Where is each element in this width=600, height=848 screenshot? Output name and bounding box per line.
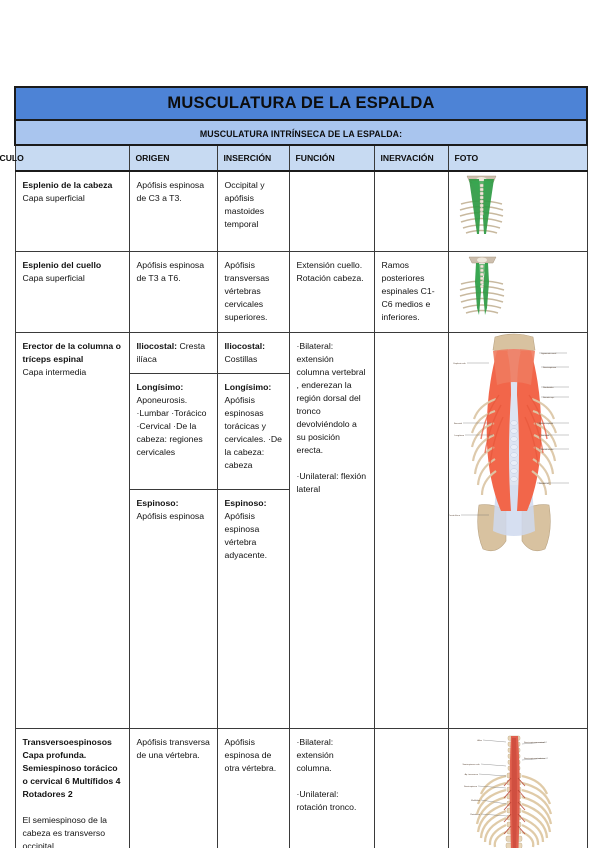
funcion-unilateral: ·Unilateral: rotación tronco. [296, 788, 357, 812]
erector-columna-figure: Esplenio cab. Iliocostal Longísimo Crest… [448, 332, 580, 561]
cell-origen: Apófisis transversa de una vértebra. [128, 727, 218, 848]
svg-text:Serrato sup.: Serrato sup. [543, 396, 555, 399]
document-title-cell: MUSCULATURA DE LA ESPALDA [14, 86, 588, 121]
table-row: Esplenio del cuello Capa superficial Apó… [14, 250, 588, 333]
cell-inervacion [373, 170, 449, 252]
funcion-bilateral: ·Bilateral: extensión columna vertebral … [296, 340, 366, 455]
column-header-funcion: FUNCIÓN [288, 144, 375, 172]
cell-insercion: Occipital y apófisis mastoides temporal [216, 170, 290, 252]
svg-text:Iliocostal: Iliocostal [541, 434, 550, 437]
back-musculature-table: MUSCULATURA DE LA ESPALDA MUSCULATURA IN… [0, 86, 588, 848]
column-header-foto: FOTO [447, 144, 588, 172]
insercion-subtable: Iliocostal: Costillas Longísimo: Apófisi… [217, 332, 289, 728]
cell-foto [447, 170, 588, 252]
origen-part-espinoso: Espinoso: Apófisis espinosa [136, 498, 205, 522]
column-header-row: CULO ORIGEN INSERCIÓN FUNCIÓN INERVACIÓN… [0, 144, 588, 172]
svg-text:Semiespinoso cervical: Semiespinoso cervical [524, 741, 545, 744]
cell-insercion: Apófisis espinosa de otra vértebra. [216, 727, 290, 848]
cell-musculo: Transversoespinosos Capa profunda. Semie… [14, 727, 130, 848]
column-header-inervacion: INERVACIÓN [373, 144, 449, 172]
table-title-row: MUSCULATURA DE LA ESPALDA [14, 86, 588, 121]
svg-text:Iliocostal: Iliocostal [453, 422, 462, 425]
cell-origen: Apófisis espinosa de T3 a T6. [128, 250, 218, 333]
page-title: MUSCULATURA DE LA ESPALDA [167, 94, 435, 112]
svg-text:Semiespinoso cab.: Semiespinoso cab. [462, 764, 480, 766]
table-row: Transversoespinosos Capa profunda. Semie… [14, 727, 588, 848]
table-subtitle-row: MUSCULATURA INTRÍNSECA DE LA ESPALDA: [14, 119, 588, 146]
svg-text:Ap. transversa: Ap. transversa [464, 773, 478, 776]
esplenio-cuello-figure [459, 256, 504, 315]
svg-text:Erector espinal: Erector espinal [539, 422, 553, 425]
svg-text:Rotadores: Rotadores [470, 813, 480, 816]
transversoespinosos-figure: Atlas Semiespinoso cab. Ap. transversa S… [448, 728, 580, 848]
svg-text:Semiespinoso: Semiespinoso [543, 367, 557, 369]
insercion-part-iliocostal: Iliocostal: Costillas [224, 340, 266, 364]
svg-text:Semiespinoso torácico: Semiespinoso torácico [524, 757, 546, 760]
muscle-layer: Capa profunda. [22, 749, 87, 760]
cell-foto: Atlas Semiespinoso cab. Ap. transversa S… [447, 727, 588, 848]
muscle-layer: Capa superficial [22, 272, 85, 283]
cell-insercion: Iliocostal: Costillas Longísimo: Apófisi… [216, 331, 290, 729]
table-row: Erector de la columna o tríceps espinal … [14, 331, 588, 729]
cell-funcion [288, 170, 375, 252]
muscle-name: Esplenio del cuello [22, 259, 102, 270]
cell-foto [447, 250, 588, 333]
origen-subtable: Iliocostal: Cresta ilíaca Longísimo: Apo… [129, 332, 217, 728]
cell-inervacion [373, 727, 449, 848]
svg-text:Ligamento nucal: Ligamento nucal [541, 352, 557, 355]
insercion-part-longisimo: Longísimo: Apófisis espinosas torácicas … [224, 382, 282, 471]
cell-funcion: Extensión cuello. Rotación cabeza. [288, 250, 375, 333]
cell-musculo: Esplenio del cuello Capa superficial [14, 250, 130, 333]
svg-text:Semiespinoso: Semiespinoso [463, 786, 477, 788]
cell-foto: Esplenio cab. Iliocostal Longísimo Crest… [447, 331, 588, 729]
funcion-bilateral: ·Bilateral: extensión columna. [296, 736, 334, 773]
column-header-insercion: INSERCIÓN [216, 144, 290, 172]
cell-inervacion: Ramos posteriores espinales C1-C6 medios… [373, 250, 449, 333]
document-subtitle-cell: MUSCULATURA INTRÍNSECA DE LA ESPALDA: [14, 119, 588, 146]
cell-origen: Iliocostal: Cresta ilíaca Longísimo: Apo… [128, 331, 218, 729]
muscle-subgroups: Semiespinoso torácico o cervical 6 Multí… [22, 762, 121, 799]
origen-part-iliocostal: Iliocostal: Cresta ilíaca [136, 340, 206, 364]
insercion-part-espinoso: Espinoso: Apófisis espinosa vértebra ady… [224, 498, 268, 561]
svg-text:Longísimo: Longísimo [454, 435, 464, 437]
svg-text:Dorsal ancho: Dorsal ancho [541, 448, 554, 451]
cell-insercion: Apófisis transversas vértebras cervicale… [216, 250, 290, 333]
svg-text:Atlas: Atlas [477, 739, 482, 742]
origen-part-longisimo: Longísimo: Aponeurosis. ·Lumbar ·Torácic… [136, 382, 207, 458]
cell-funcion: ·Bilateral: extensión columna vertebral … [288, 331, 375, 729]
svg-text:Serrato inf.: Serrato inf. [539, 482, 550, 485]
muscle-note: El semiespinoso de la cabeza es transver… [22, 814, 108, 848]
cell-inervacion [373, 331, 449, 729]
esplenio-cabeza-figure [459, 175, 503, 234]
cell-funcion: ·Bilateral: extensión columna. ·Unilater… [288, 727, 375, 848]
muscle-name: Erector de la columna o tríceps espinal [22, 340, 122, 364]
muscle-layer: Capa superficial [22, 193, 85, 204]
muscle-layer: Capa intermedia [22, 366, 87, 377]
svg-text:Cresta ilíaca: Cresta ilíaca [449, 514, 461, 517]
svg-text:Multífidos: Multífidos [471, 799, 480, 802]
column-header-musculo: CULO [0, 144, 130, 172]
svg-text:Esplenio cab.: Esplenio cab. [453, 363, 466, 365]
muscle-name: Esplenio de la cabeza [22, 180, 113, 190]
cell-musculo: Esplenio de la cabeza Capa superficial [14, 170, 130, 252]
svg-text:Romboides: Romboides [543, 387, 554, 389]
table-row: Esplenio de la cabeza Capa superficial A… [14, 170, 588, 252]
muscle-name: Transversoespinosos [22, 736, 112, 747]
page-subtitle: MUSCULATURA INTRÍNSECA DE LA ESPALDA: [199, 128, 403, 139]
cell-origen: Apófisis espinosa de C3 a T3. [128, 170, 218, 252]
column-header-origen: ORIGEN [128, 144, 218, 172]
cell-musculo: Erector de la columna o tríceps espinal … [14, 331, 130, 729]
funcion-unilateral: ·Unilateral: flexión lateral [296, 470, 367, 495]
